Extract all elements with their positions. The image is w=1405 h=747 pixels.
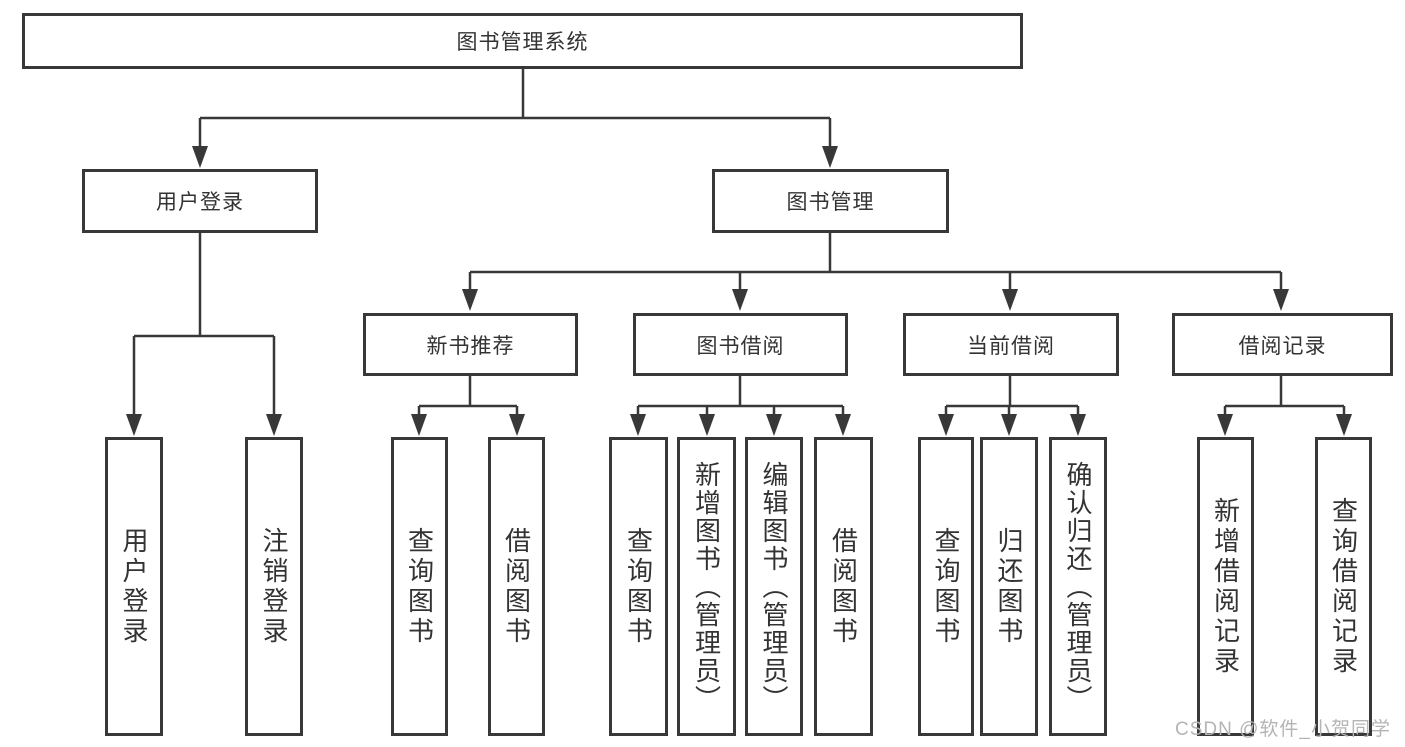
node-user-login: 用户登录: [82, 169, 318, 233]
node-label: 查询借阅记录: [1328, 496, 1359, 677]
arrowhead-icon: [462, 289, 478, 311]
node-logout: 注销登录: [245, 437, 303, 736]
arrowhead-icon: [1002, 289, 1018, 311]
connector-user-login-children: [126, 233, 282, 436]
node-label: 借阅记录: [1238, 334, 1327, 358]
node-add-book-admin: 新增图书（管理员）: [677, 437, 736, 736]
node-label: 借阅图书: [828, 526, 859, 647]
arrowhead-icon: [126, 414, 142, 436]
node-label: 编辑图书（管理员）: [759, 460, 789, 713]
node-book-borrowing: 图书借阅: [633, 313, 848, 376]
node-query-books-borrow: 查询图书: [609, 437, 668, 736]
arrowhead-icon: [766, 414, 782, 436]
node-label: 确认归还（管理员）: [1063, 460, 1093, 713]
connector-new-book-children: [411, 376, 525, 436]
arrowhead-icon: [835, 414, 851, 436]
node-user-login-leaf: 用户登录: [105, 437, 163, 736]
arrowhead-icon: [938, 414, 954, 436]
node-label: 当前借阅: [967, 334, 1055, 358]
arrowhead-icon: [699, 414, 715, 436]
connector-book-management-children: [462, 233, 1289, 311]
node-borrowing-records: 借阅记录: [1172, 313, 1393, 376]
arrowhead-icon: [732, 289, 748, 311]
arrowhead-icon: [1217, 414, 1233, 436]
node-label: 借阅图书: [501, 526, 532, 647]
node-edit-book-admin: 编辑图书（管理员）: [745, 437, 803, 736]
connector-book-borrow-children: [630, 376, 851, 436]
node-label: 查询图书: [931, 526, 961, 647]
connector-borrow-record-children: [1217, 376, 1352, 436]
csdn-watermark: CSDN @软件_小贺同学: [1175, 719, 1391, 740]
arrowhead-icon: [1336, 414, 1352, 436]
node-borrow-books-leaf: 借阅图书: [814, 437, 873, 736]
node-label: 查询图书: [404, 526, 435, 647]
node-label: 新书推荐: [426, 334, 515, 358]
node-query-books-current: 查询图书: [918, 437, 974, 736]
node-label: 图书管理系统: [456, 31, 589, 54]
node-return-books: 归还图书: [980, 437, 1038, 736]
node-label: 查询图书: [623, 526, 654, 647]
connector-root-to-level2: [192, 69, 838, 168]
node-label: 新增借阅记录: [1210, 496, 1241, 677]
arrowhead-icon: [509, 414, 525, 436]
node-label: 图书借阅: [696, 334, 785, 358]
node-current-borrowing: 当前借阅: [903, 313, 1119, 376]
node-label: 图书管理: [786, 191, 875, 214]
node-label: 用户登录: [156, 191, 244, 214]
arrowhead-icon: [822, 146, 838, 168]
node-label: 归还图书: [994, 526, 1024, 647]
arrowhead-icon: [266, 414, 282, 436]
node-add-borrow-record: 新增借阅记录: [1197, 437, 1254, 736]
arrowhead-icon: [411, 414, 427, 436]
node-new-book-recommendation: 新书推荐: [363, 313, 578, 376]
node-label: 用户登录: [119, 526, 149, 647]
arrowhead-icon: [1001, 414, 1017, 436]
node-query-books-recommend: 查询图书: [391, 437, 448, 736]
node-confirm-return-admin: 确认归还（管理员）: [1049, 437, 1107, 736]
node-label: 注销登录: [259, 526, 289, 647]
node-borrow-books-recommend: 借阅图书: [488, 437, 545, 736]
node-query-borrow-record: 查询借阅记录: [1315, 437, 1372, 736]
arrowhead-icon: [192, 146, 208, 168]
node-library-management-system: 图书管理系统: [22, 13, 1023, 69]
arrowhead-icon: [1273, 289, 1289, 311]
arrowhead-icon: [1070, 414, 1086, 436]
connector-current-borrow-children: [938, 376, 1086, 436]
node-book-management: 图书管理: [712, 169, 949, 233]
node-label: 新增图书（管理员）: [691, 460, 722, 713]
arrowhead-icon: [630, 414, 646, 436]
